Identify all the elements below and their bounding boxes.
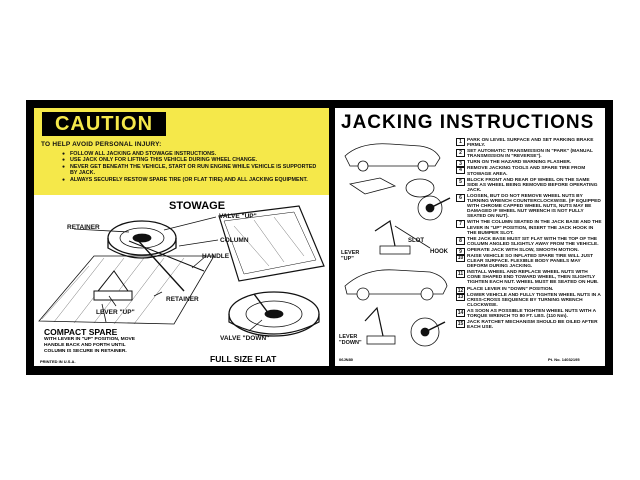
label-valve-up: VALVE "UP" — [219, 213, 257, 220]
decal-code: 06JN80 — [339, 357, 354, 362]
jack-icon — [93, 290, 133, 301]
caution-item: USE JACK ONLY FOR LIFTING THIS VEHICLE D… — [62, 157, 324, 164]
jacking-illustrations — [344, 143, 451, 347]
caution-item: NEVER GET BENEATH THE VEHICLE, START OR … — [62, 164, 324, 177]
printed-in-usa: PRINTED IN U.S.A. — [40, 359, 76, 364]
label-lever-up-jack: LEVER "UP" — [341, 250, 360, 262]
label-column: COLUMN — [220, 237, 249, 244]
caution-item: ALWAYS SECURELY RESTOW SPARE TIRE (OR FL… — [62, 177, 324, 184]
jacking-instructions-panel: JACKING INSTRUCTIONS — [335, 108, 605, 366]
jacking-title: JACKING INSTRUCTIONS — [341, 112, 595, 133]
caution-box: CAUTION TO HELP AVOID PERSONAL INJURY: F… — [34, 108, 329, 195]
label-retainer-top: RETAINER — [67, 224, 100, 231]
full-size-flat-title: FULL SIZE FLAT — [210, 354, 277, 364]
label-hook: HOOK — [430, 249, 448, 255]
label-lever-up: LEVER "UP" — [96, 309, 135, 316]
label-handle: HANDLE — [202, 253, 230, 260]
jacking-decal: CAUTION TO HELP AVOID PERSONAL INJURY: F… — [26, 100, 613, 375]
car-icon — [344, 143, 441, 167]
caution-intro: TO HELP AVOID PERSONAL INJURY: — [41, 141, 162, 148]
caution-list: FOLLOW ALL JACKING AND STOWAGE INSTRUCTI… — [62, 151, 324, 183]
caution-title: CAUTION — [42, 112, 166, 136]
stowage-illustration — [38, 205, 325, 337]
caution-stowage-panel: CAUTION TO HELP AVOID PERSONAL INJURY: F… — [34, 108, 329, 366]
caution-item: FOLLOW ALL JACKING AND STOWAGE INSTRUCTI… — [62, 151, 324, 158]
label-slot: SLOT — [408, 238, 424, 244]
label-retainer-mid: RETAINER — [166, 296, 199, 303]
stowage-title: STOWAGE — [169, 200, 226, 212]
compact-spare-title: COMPACT SPARE — [44, 327, 118, 337]
label-valve-down: VALVE "DOWN" — [220, 335, 270, 342]
label-lever-down: LEVER "DOWN" — [339, 334, 362, 346]
compact-spare-description: WITH LEVER IN "UP" POSITION, MOVE HANDLE… — [44, 337, 136, 354]
part-number: Pt. No. 14032195 — [548, 357, 580, 362]
wrench-icon — [429, 197, 451, 209]
